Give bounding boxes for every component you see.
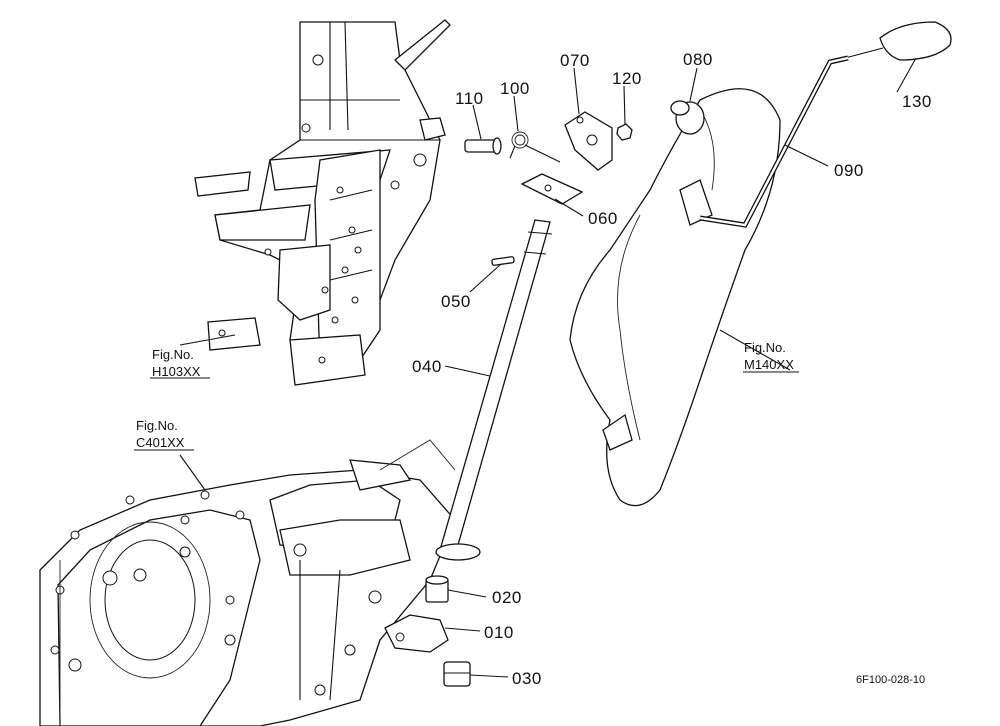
callout-130: 130	[902, 92, 932, 111]
frame-assembly-h103xx	[194, 19, 451, 386]
part-050-pin	[491, 256, 515, 266]
callout-120: 120	[612, 69, 642, 88]
part-130-knob	[844, 21, 952, 61]
cover-m140xx	[569, 88, 781, 507]
part-100-spring	[509, 131, 561, 163]
part-060-plate	[520, 173, 584, 205]
transmission-housing-c401xx	[39, 439, 456, 726]
figure-ref-c401xx: Fig.No. C401XX	[136, 418, 185, 450]
callout-060: 060	[588, 209, 618, 228]
callout-020: 020	[492, 588, 522, 607]
part-120-nut	[616, 123, 633, 141]
figure-ref-code: M140XX	[744, 357, 794, 372]
drawing-code: 6F100-028-10	[856, 674, 925, 686]
part-090-lever	[699, 55, 849, 228]
figure-ref-prefix: Fig.No.	[744, 340, 786, 355]
figure-ref-prefix: Fig.No.	[152, 347, 194, 362]
part-070-bracket	[564, 111, 613, 171]
part-010-arm	[384, 614, 449, 653]
callout-110: 110	[455, 89, 484, 108]
figure-ref-prefix: Fig.No.	[136, 418, 178, 433]
callout-010: 010	[484, 623, 514, 642]
callout-050: 050	[441, 292, 471, 311]
part-040-rod	[435, 219, 553, 561]
callout-labels: 110 100 070 120 080 130 090 060 050 040 …	[412, 50, 932, 688]
figure-ref-m140xx: Fig.No. M140XX	[744, 340, 794, 372]
figure-ref-code: C401XX	[136, 435, 185, 450]
figure-ref-code: H103XX	[152, 364, 201, 379]
callout-070: 070	[560, 51, 590, 70]
part-110-pin	[464, 137, 502, 155]
leader-lines	[134, 57, 917, 678]
callout-040: 040	[412, 357, 442, 376]
callout-030: 030	[512, 669, 542, 688]
part-030-bolt	[443, 661, 471, 687]
figure-ref-h103xx: Fig.No. H103XX	[152, 347, 201, 379]
callout-080: 080	[683, 50, 713, 69]
callout-090: 090	[834, 161, 864, 180]
part-080-bushing	[670, 100, 705, 135]
callout-100: 100	[500, 79, 530, 98]
part-020-collar	[425, 575, 449, 603]
